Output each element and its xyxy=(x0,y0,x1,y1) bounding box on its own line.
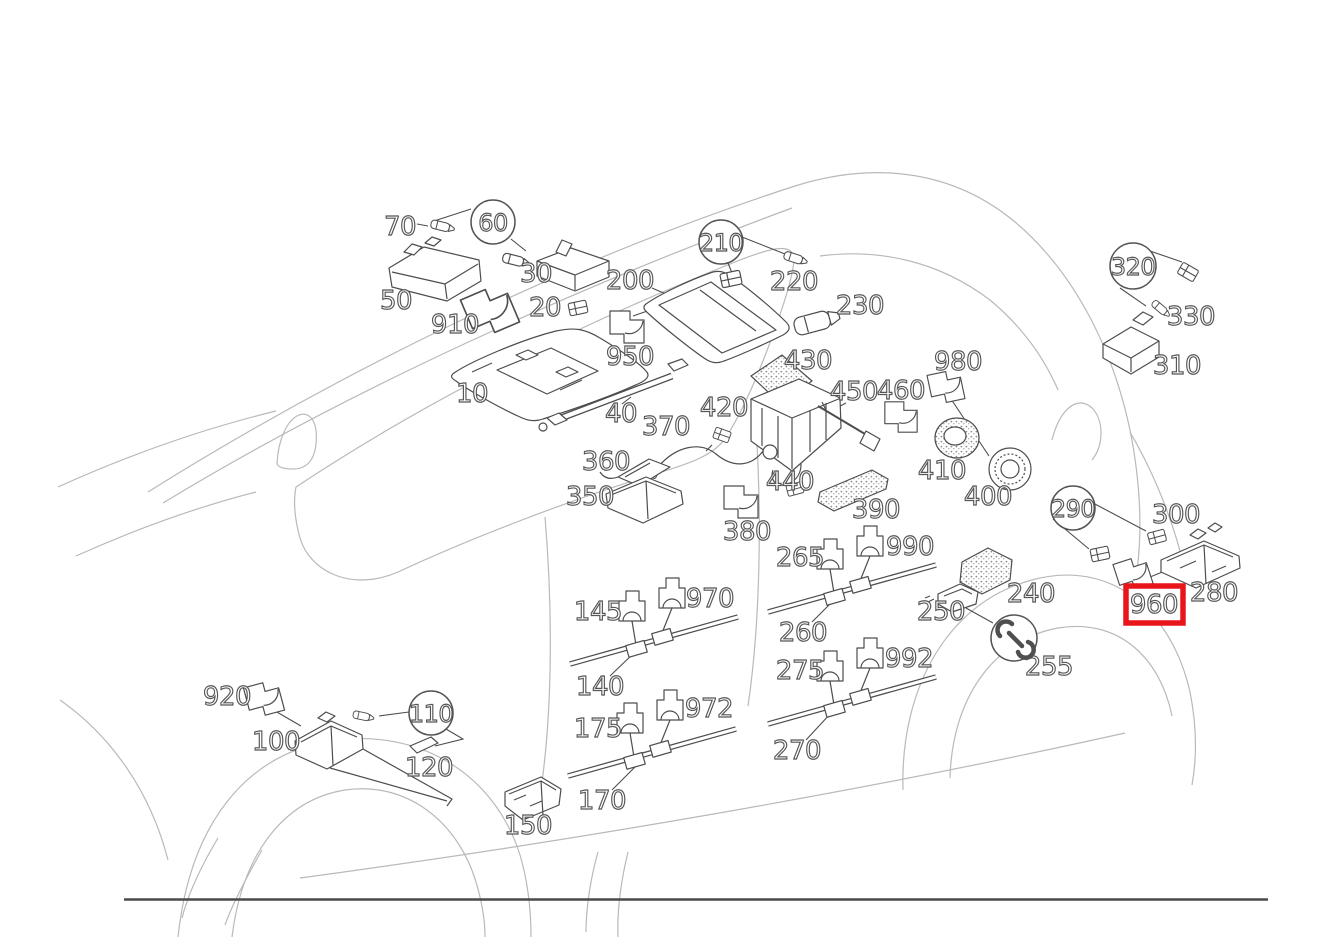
callout-300[interactable]: 300 xyxy=(1151,499,1201,530)
callout-390[interactable]: 390 xyxy=(851,494,901,525)
callout-140[interactable]: 140 xyxy=(575,671,625,702)
part-460-clip[interactable] xyxy=(884,401,918,433)
callout-380[interactable]: 380 xyxy=(722,516,772,547)
callout-175[interactable]: 175 xyxy=(573,713,623,744)
callout-980[interactable]: 980 xyxy=(933,346,983,377)
car-outline xyxy=(57,172,1197,937)
callout-910[interactable]: 910 xyxy=(430,309,480,340)
callout-250[interactable]: 250 xyxy=(916,596,966,627)
part-280-lamp-unit[interactable] xyxy=(1160,522,1241,589)
callout-920[interactable]: 920 xyxy=(202,681,252,712)
callout-150[interactable]: 150 xyxy=(503,810,553,841)
callout-460[interactable]: 460 xyxy=(876,375,926,406)
callout-20[interactable]: 20 xyxy=(528,292,562,323)
part-450-screw[interactable] xyxy=(817,401,881,452)
callout-170[interactable]: 170 xyxy=(577,785,627,816)
callout-310[interactable]: 310 xyxy=(1152,350,1202,381)
callout-430[interactable]: 430 xyxy=(783,345,833,376)
callout-260[interactable]: 260 xyxy=(778,617,828,648)
part-20-connector[interactable] xyxy=(567,299,589,317)
callout-330[interactable]: 330 xyxy=(1166,301,1216,332)
part-70-bulb[interactable] xyxy=(429,218,456,234)
callout-290[interactable]: 290 xyxy=(1050,494,1096,523)
callout-410[interactable]: 410 xyxy=(917,455,967,486)
callout-145[interactable]: 145 xyxy=(573,596,623,627)
part-400-knob[interactable] xyxy=(988,447,1032,491)
part-310-lamp-unit[interactable] xyxy=(1102,311,1160,375)
part-220-bulb[interactable] xyxy=(782,250,809,267)
callout-992[interactable]: 992 xyxy=(884,643,934,674)
callout-440[interactable]: 440 xyxy=(765,466,815,497)
part-200-roof-panel[interactable] xyxy=(643,270,790,364)
callout-circle-320[interactable]: 320 xyxy=(1109,242,1157,290)
callout-240[interactable]: 240 xyxy=(1006,578,1056,609)
part-100-license-lamp[interactable] xyxy=(294,711,453,807)
callout-450[interactable]: 450 xyxy=(829,376,879,407)
part-120-clip[interactable] xyxy=(409,736,439,754)
callout-220[interactable]: 220 xyxy=(769,266,819,297)
part-40-strut[interactable] xyxy=(538,358,689,432)
callout-50[interactable]: 50 xyxy=(379,285,413,316)
callout-100[interactable]: 100 xyxy=(251,726,301,757)
callout-70[interactable]: 70 xyxy=(383,211,417,242)
callout-370[interactable]: 370 xyxy=(641,411,691,442)
callout-320[interactable]: 320 xyxy=(1110,252,1156,281)
callout-110[interactable]: 110 xyxy=(408,699,454,728)
highlight-960[interactable]: 960 xyxy=(1123,583,1186,626)
callout-120[interactable]: 120 xyxy=(404,752,454,783)
callout-280[interactable]: 280 xyxy=(1189,577,1239,608)
callout-circle-210[interactable]: 210 xyxy=(698,219,744,265)
part-150-trunk-lamp[interactable] xyxy=(504,776,562,821)
callout-210[interactable]: 210 xyxy=(698,228,744,257)
callout-10[interactable]: 10 xyxy=(455,378,489,409)
part-420-clip[interactable] xyxy=(705,426,732,452)
part-380-clip[interactable] xyxy=(723,485,759,519)
part-110-bulb[interactable] xyxy=(351,710,375,723)
part-240-contact-plate[interactable] xyxy=(959,547,1013,595)
callout-circle-60[interactable]: 60 xyxy=(470,199,516,245)
part-230-festoon-bulb[interactable] xyxy=(792,307,841,336)
callout-972[interactable]: 972 xyxy=(684,693,734,724)
part-410-grommet[interactable] xyxy=(934,417,980,459)
callout-270[interactable]: 270 xyxy=(772,735,822,766)
part-290-connector[interactable] xyxy=(1089,545,1111,563)
callout-960[interactable]: 960 xyxy=(1129,589,1179,620)
callout-circle-290[interactable]: 290 xyxy=(1050,485,1096,531)
callout-40[interactable]: 40 xyxy=(604,398,638,429)
callout-990[interactable]: 990 xyxy=(885,531,935,562)
callout-265[interactable]: 265 xyxy=(775,542,825,573)
callout-420[interactable]: 420 xyxy=(699,392,749,423)
part-30-tray[interactable] xyxy=(536,239,610,292)
callout-275[interactable]: 275 xyxy=(775,655,825,686)
callout-360[interactable]: 360 xyxy=(581,446,631,477)
wrench-icon xyxy=(995,619,1036,660)
callout-60[interactable]: 60 xyxy=(478,208,509,237)
callout-circle-110[interactable]: 110 xyxy=(408,690,454,736)
callout-30[interactable]: 30 xyxy=(519,258,553,289)
tool-badge-255[interactable] xyxy=(990,614,1038,662)
part-50-lamp-housing[interactable] xyxy=(388,236,482,302)
highlight-box xyxy=(1123,583,1186,626)
part-440-control-module[interactable] xyxy=(750,378,842,472)
callouts: 70 50 910 30 20 10 200 220 230 950 40 43… xyxy=(202,211,1239,841)
callout-230[interactable]: 230 xyxy=(835,290,885,321)
callout-970[interactable]: 970 xyxy=(685,583,735,614)
part-390-circuit-strip[interactable] xyxy=(817,469,889,512)
part-320-connector[interactable] xyxy=(1176,261,1200,283)
callout-400[interactable]: 400 xyxy=(963,481,1013,512)
part-350-lens[interactable] xyxy=(605,476,684,524)
callout-950[interactable]: 950 xyxy=(605,341,655,372)
part-10-overhead-console[interactable] xyxy=(450,328,649,422)
part-300-connector[interactable] xyxy=(1146,528,1168,546)
callout-200[interactable]: 200 xyxy=(605,265,655,296)
part-250-bracket[interactable] xyxy=(924,583,979,613)
callout-350[interactable]: 350 xyxy=(565,481,615,512)
part-950-clip[interactable] xyxy=(609,310,645,344)
